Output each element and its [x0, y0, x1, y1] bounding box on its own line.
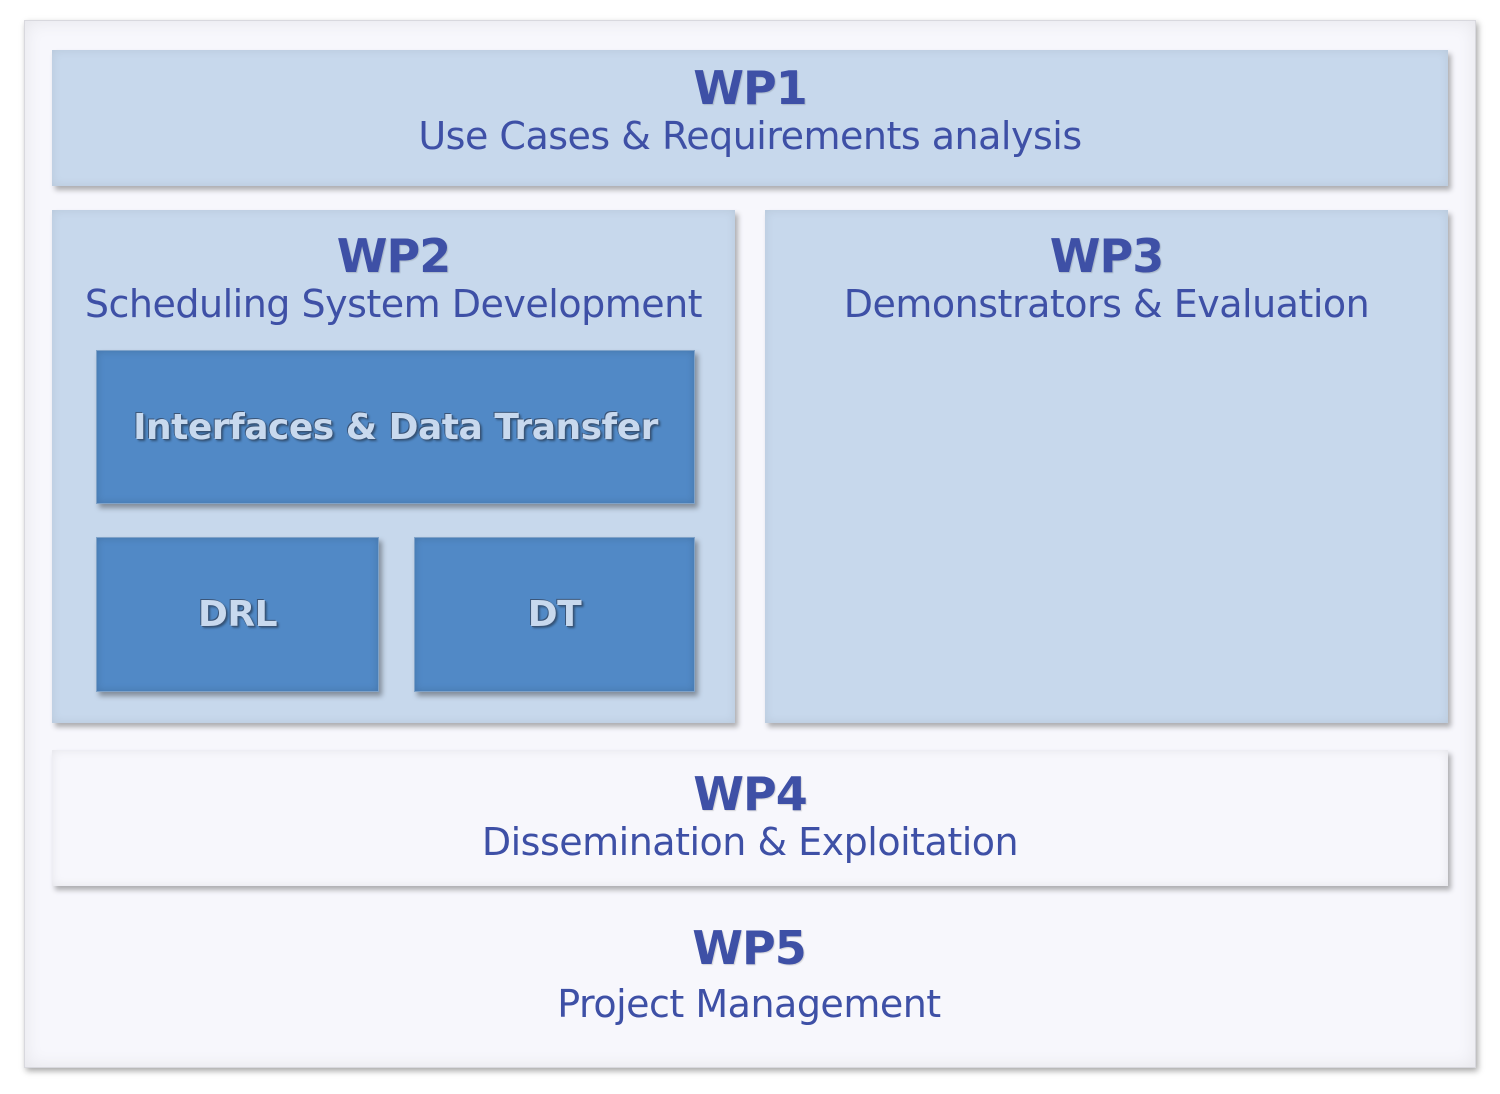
- wp2-title: WP2: [336, 229, 451, 283]
- wp3-title: WP3: [1049, 229, 1164, 283]
- task-drl: DRL: [96, 537, 379, 692]
- wp4-subtitle: Dissemination & Exploitation: [481, 820, 1019, 864]
- wp1-box: WP1 Use Cases & Requirements analysis: [52, 50, 1448, 186]
- wp5-subtitle: Project Management: [557, 982, 941, 1026]
- wp4-title: WP4: [693, 767, 807, 821]
- wp3-subtitle: Demonstrators & Evaluation: [843, 282, 1370, 326]
- wp3-box: WP3 Demonstrators & Evaluation: [765, 210, 1448, 723]
- wp1-subtitle: Use Cases & Requirements analysis: [418, 114, 1082, 158]
- wp1-title: WP1: [693, 61, 807, 115]
- wp5-title: WP5: [692, 921, 806, 975]
- wp2-subtitle: Scheduling System Development: [84, 282, 703, 326]
- wp4-box: WP4 Dissemination & Exploitation: [52, 750, 1448, 886]
- task-interfaces-data-transfer: Interfaces & Data Transfer: [96, 350, 695, 504]
- task-dt: DT: [414, 537, 695, 692]
